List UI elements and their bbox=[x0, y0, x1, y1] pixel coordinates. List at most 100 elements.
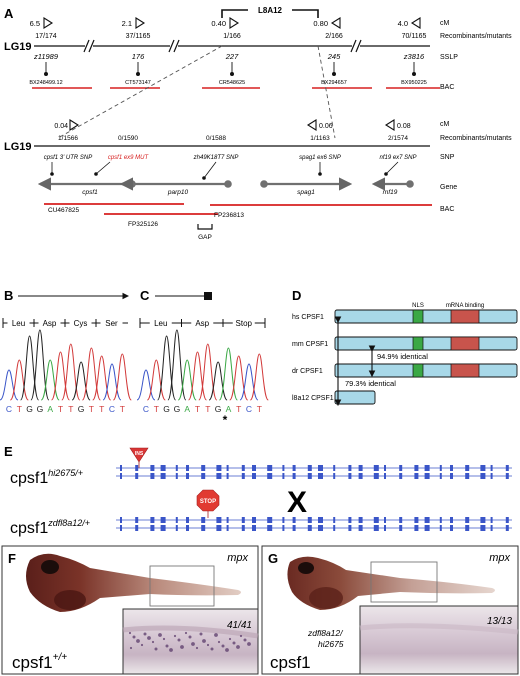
exon-block bbox=[450, 473, 453, 479]
exon-block bbox=[465, 517, 470, 523]
exon-block bbox=[175, 473, 178, 479]
cm-value-top: 4.0 bbox=[398, 19, 408, 28]
panel-label-c: C bbox=[140, 288, 150, 303]
allele1-label: cpsf1hi2675/+ bbox=[10, 468, 83, 487]
exon-block bbox=[439, 517, 442, 523]
exon-block bbox=[135, 525, 139, 531]
zoom-box-f bbox=[149, 565, 215, 607]
base-call: G bbox=[174, 404, 181, 414]
snp-pointer-dot bbox=[94, 172, 98, 176]
trace-peak bbox=[157, 335, 177, 401]
exon-block bbox=[226, 517, 229, 523]
legend-cm-bottom: cM bbox=[440, 121, 450, 128]
exon-block bbox=[292, 517, 296, 523]
mpx-cell bbox=[165, 644, 169, 648]
nls-domain bbox=[412, 309, 424, 324]
sslp-marker: z3816 bbox=[403, 52, 425, 61]
protein-label: mm CPSF1 bbox=[292, 341, 328, 348]
cm-triangle-icon bbox=[135, 17, 146, 29]
exon-block bbox=[424, 517, 430, 523]
genotype-label-f: cpsf1+/+ bbox=[12, 652, 67, 672]
insertion-marker bbox=[129, 447, 149, 463]
exon-block bbox=[465, 465, 470, 471]
trace-peak bbox=[136, 369, 156, 401]
exon-block bbox=[282, 525, 285, 531]
exon-block bbox=[384, 465, 386, 471]
panel-f: F mpx 41/41 cpsf1+/+ bbox=[1, 545, 259, 675]
protein-bar bbox=[334, 309, 518, 324]
exon-block bbox=[439, 465, 442, 471]
exon-block bbox=[252, 525, 256, 531]
exon-block bbox=[201, 517, 206, 523]
allele1-sup: hi2675/+ bbox=[48, 468, 83, 478]
mpx-cell bbox=[154, 647, 158, 651]
base-call: T bbox=[257, 404, 262, 414]
exon-block bbox=[399, 465, 403, 471]
exon-block bbox=[120, 517, 122, 523]
codon-bg bbox=[149, 317, 172, 329]
exon-block bbox=[414, 473, 419, 479]
base-call: A bbox=[226, 404, 232, 414]
gene-name: spag1 bbox=[297, 189, 315, 196]
base-call: C bbox=[143, 404, 149, 414]
exon-block bbox=[318, 473, 323, 479]
base-call: T bbox=[120, 404, 125, 414]
codon-label: Leu bbox=[12, 319, 25, 328]
codon-label: Asp bbox=[43, 319, 57, 328]
exon-block bbox=[282, 517, 285, 523]
gap-label: GAP bbox=[198, 234, 212, 241]
exon-block bbox=[267, 465, 273, 471]
zoom-line-left bbox=[57, 45, 223, 139]
gene-start-dot bbox=[260, 180, 268, 188]
bac-name-bottom: CU467825 bbox=[48, 207, 79, 214]
base-call: T bbox=[195, 404, 200, 414]
exon-block bbox=[307, 525, 312, 531]
linkage-group-bottom: LG19 bbox=[4, 141, 32, 153]
cm-value-top: 0.80 bbox=[313, 19, 328, 28]
mpx-cell bbox=[158, 633, 162, 637]
exon-block bbox=[318, 465, 323, 471]
gene-name: parp10 bbox=[167, 189, 189, 196]
exon-block bbox=[318, 517, 323, 523]
bac-name-top: CR548625 bbox=[219, 80, 245, 86]
exon-block bbox=[348, 465, 352, 471]
codon-label: Stop bbox=[236, 319, 253, 328]
bac-name-top: BX950225 bbox=[401, 80, 427, 86]
exon-block bbox=[252, 517, 256, 523]
exon-block bbox=[480, 473, 486, 479]
chromosome-break-1 bbox=[83, 39, 95, 53]
exon-block bbox=[505, 517, 509, 523]
trace-peak bbox=[20, 335, 40, 401]
panel-label-g: G bbox=[268, 551, 278, 566]
exon-block bbox=[150, 465, 155, 471]
exon-block bbox=[252, 473, 256, 479]
mpx-cell bbox=[217, 640, 221, 644]
marker-dot bbox=[136, 72, 140, 76]
codon-label: Asp bbox=[195, 319, 209, 328]
mpx-cell bbox=[147, 636, 151, 640]
mpx-cell bbox=[169, 648, 173, 652]
exon-block bbox=[135, 473, 139, 479]
marker-dot bbox=[44, 72, 48, 76]
exon-block bbox=[373, 525, 379, 531]
mpx-cell bbox=[143, 632, 147, 636]
exon-block bbox=[399, 473, 403, 479]
larva-f-eye bbox=[41, 560, 59, 574]
exon-block bbox=[186, 517, 189, 523]
exon-block bbox=[216, 473, 222, 479]
recombinant-count-top: 17/174 bbox=[35, 33, 57, 40]
panel-label-d: D bbox=[292, 288, 301, 303]
exon-block bbox=[150, 473, 155, 479]
snp-pointer-dot bbox=[318, 172, 322, 176]
mpx-cell bbox=[199, 632, 203, 636]
codon-label: Leu bbox=[154, 319, 167, 328]
gene-name: rnf19 bbox=[383, 189, 398, 196]
larva-g-eye bbox=[298, 562, 314, 574]
stop-octagon bbox=[196, 489, 220, 512]
base-call: T bbox=[58, 404, 63, 414]
codon-bg bbox=[100, 317, 123, 329]
mpx-cell bbox=[140, 643, 144, 647]
mpx-cell bbox=[232, 641, 236, 645]
marker-dot bbox=[412, 72, 416, 76]
exon-block bbox=[414, 517, 419, 523]
